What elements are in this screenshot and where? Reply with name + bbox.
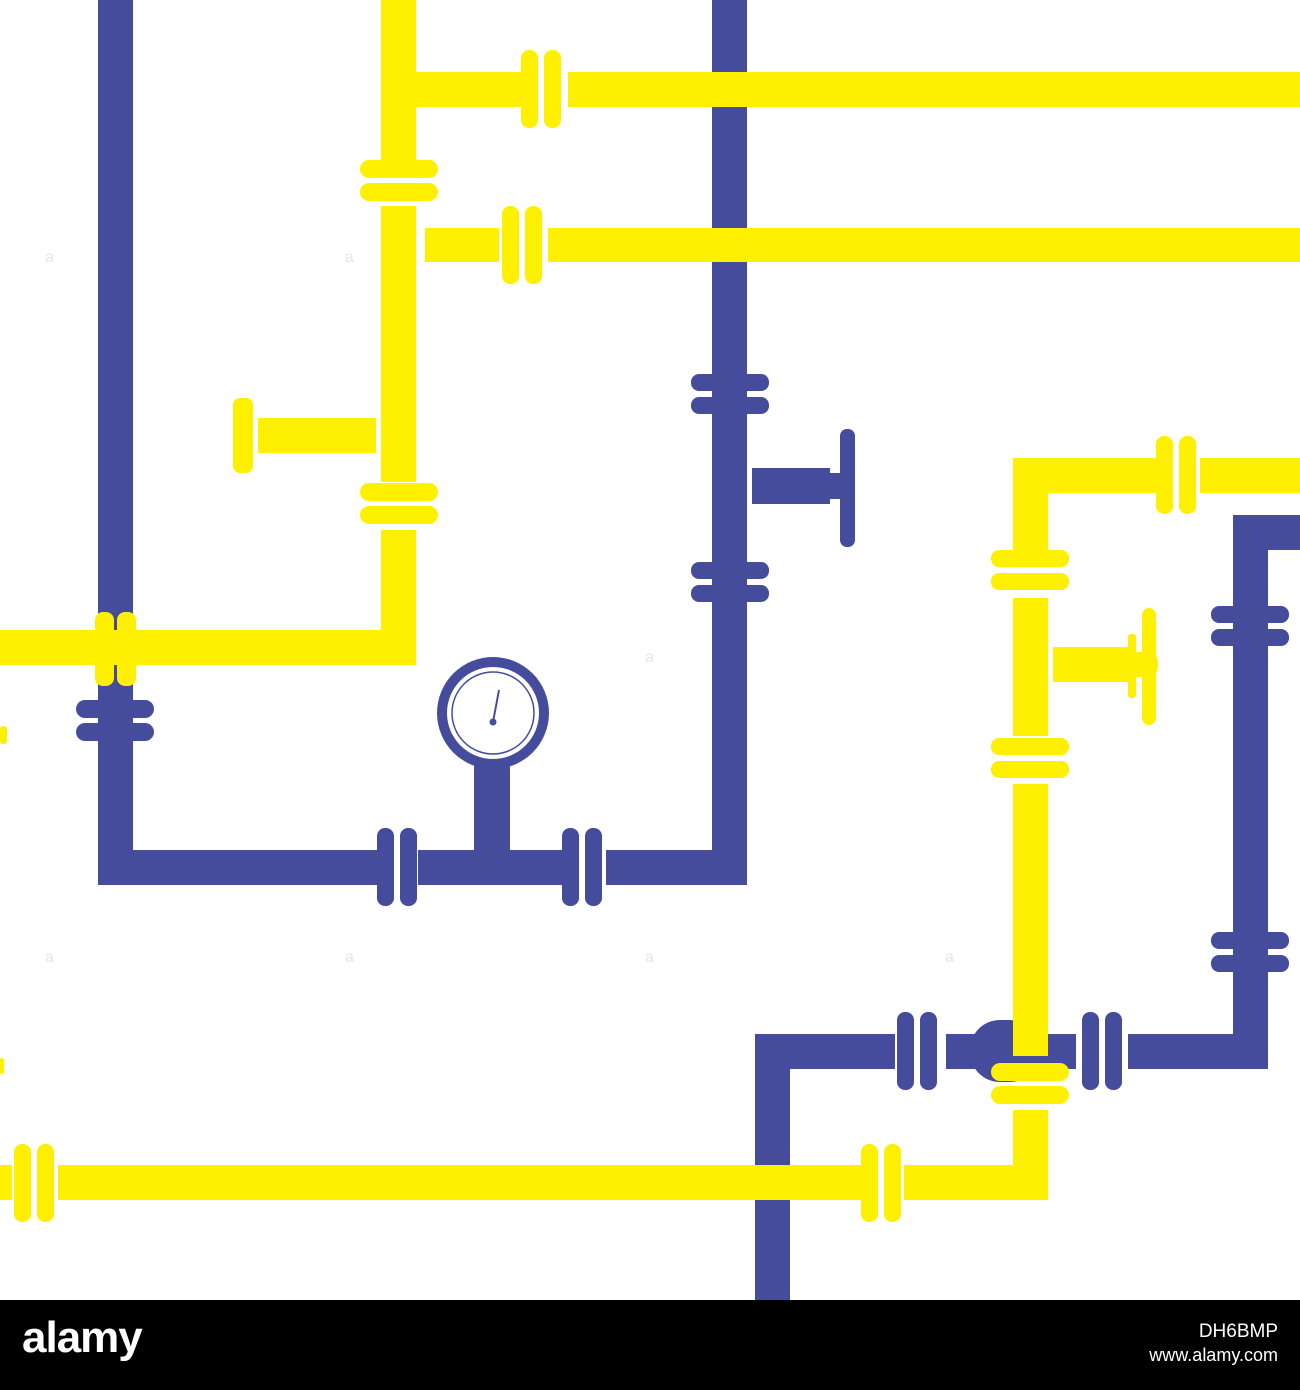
yellow-pipe-segment bbox=[0, 726, 7, 744]
gauge-face bbox=[447, 667, 539, 759]
pipe-flange-icon bbox=[1105, 1012, 1122, 1090]
image-id: DH6BMP bbox=[1198, 1321, 1278, 1342]
pipe-flange-icon bbox=[544, 50, 561, 128]
pipe-flange-icon bbox=[691, 397, 769, 414]
gauge-needle bbox=[492, 689, 500, 723]
yellow-pipe-segment bbox=[258, 418, 376, 453]
gauge-stem bbox=[474, 762, 510, 850]
pipe-flange-icon bbox=[76, 700, 154, 718]
watermark-glyph: a bbox=[645, 649, 654, 666]
yellow-pipe-segment bbox=[381, 206, 416, 482]
pipe-flange-icon bbox=[991, 1086, 1069, 1104]
valve-stem bbox=[1053, 647, 1131, 682]
valve-cap bbox=[233, 398, 253, 473]
yellow-pipe-segment bbox=[568, 72, 1300, 107]
valve-wheel bbox=[1142, 608, 1156, 725]
gauge-inner-ring bbox=[451, 671, 535, 755]
blue-pipe-segment bbox=[98, 850, 380, 885]
pipe-flange-icon bbox=[991, 1063, 1069, 1081]
blue-pipe-segment bbox=[1233, 515, 1268, 1069]
watermark-glyph: a bbox=[645, 949, 654, 966]
pipe-flange-icon bbox=[360, 506, 438, 524]
stock-logo: alamy bbox=[22, 1313, 143, 1362]
pipe-flange-icon bbox=[525, 206, 542, 284]
gauge-pivot bbox=[489, 718, 497, 726]
pipe-flange-icon bbox=[1211, 932, 1289, 949]
pipe-flange-icon bbox=[360, 483, 438, 501]
pipe-flange-icon bbox=[991, 738, 1069, 755]
pipe-flange-icon bbox=[76, 723, 154, 741]
pipe-flange-icon bbox=[991, 761, 1069, 778]
pipe-coupling-icon bbox=[95, 612, 114, 686]
yellow-pipe-segment bbox=[0, 1058, 4, 1074]
valve-stem bbox=[752, 468, 830, 504]
pipe-flange-icon bbox=[861, 1144, 878, 1222]
blue-pipe-network bbox=[76, 0, 1300, 1300]
pipe-flange-icon bbox=[37, 1144, 54, 1222]
pipe-flange-icon bbox=[1082, 1012, 1099, 1090]
pipe-flange-icon bbox=[400, 828, 417, 906]
pipe-flange-icon bbox=[360, 183, 438, 201]
pipe-flange-icon bbox=[360, 160, 438, 178]
valve-wheel bbox=[840, 429, 855, 547]
stock-footer: alamy DH6BMP www.alamy.com bbox=[0, 1300, 1300, 1390]
yellow-pipe-network bbox=[0, 0, 1300, 1222]
yellow-pipe-segment bbox=[548, 228, 1300, 262]
pipe-flange-icon bbox=[897, 1012, 914, 1090]
pipe-flange-icon bbox=[585, 828, 602, 906]
watermark-glyph: a bbox=[45, 949, 54, 966]
yellow-pipe-segment bbox=[1200, 458, 1300, 493]
pipe-flange-icon bbox=[991, 550, 1069, 567]
pipe-flange-icon bbox=[1179, 436, 1196, 514]
blue-pipe-segment bbox=[418, 850, 563, 885]
watermark-glyph: a bbox=[45, 249, 54, 266]
watermark-glyph: a bbox=[345, 249, 354, 266]
watermark-glyph: a bbox=[345, 949, 354, 966]
pipe-flange-icon bbox=[14, 1144, 31, 1222]
blue-pipe-segment bbox=[98, 0, 133, 885]
pipe-flange-icon bbox=[884, 1144, 901, 1222]
pipe-flange-icon bbox=[691, 374, 769, 391]
yellow-pipe-segment bbox=[904, 1165, 1048, 1200]
yellow-pipe-segment bbox=[1013, 458, 1156, 493]
stock-url: www.alamy.com bbox=[1149, 1344, 1278, 1365]
yellow-pipe-segment bbox=[58, 1165, 861, 1200]
watermark-glyph: a bbox=[945, 949, 954, 966]
yellow-pipe-segment bbox=[0, 1165, 12, 1200]
yellow-pipe-segment bbox=[1013, 598, 1048, 736]
pipe-flange-icon bbox=[691, 585, 769, 602]
pipe-flange-icon bbox=[920, 1012, 937, 1090]
pipe-flange-icon bbox=[691, 562, 769, 579]
yellow-pipe-segment bbox=[0, 630, 416, 665]
yellow-pipe-segment bbox=[425, 228, 499, 262]
pipe-coupling-icon bbox=[117, 612, 136, 686]
blue-pipe-segment bbox=[712, 0, 747, 885]
pipe-flange-icon bbox=[991, 573, 1069, 590]
pipe-flange-icon bbox=[1156, 436, 1173, 514]
yellow-pipe-segment bbox=[381, 72, 521, 107]
stock-id-block: DH6BMP www.alamy.com bbox=[1149, 1320, 1278, 1366]
pipe-flange-icon bbox=[502, 206, 519, 284]
pressure-gauge-icon bbox=[437, 657, 549, 769]
pipe-flange-icon bbox=[1211, 955, 1289, 972]
yellow-pipe-segment bbox=[1013, 784, 1048, 1056]
pipe-flange-icon bbox=[1211, 606, 1289, 623]
blue-pipe-segment bbox=[1233, 515, 1300, 550]
pipe-flange-icon bbox=[562, 828, 579, 906]
pipe-flange-icon bbox=[1211, 629, 1289, 646]
pipe-flange-icon bbox=[521, 50, 538, 128]
valve-handle bbox=[1128, 634, 1136, 698]
valve-body bbox=[826, 473, 844, 499]
pipe-diagram: a a a a a a a a a a a a a a a a a a bbox=[0, 0, 1300, 1300]
blue-pipe-segment bbox=[755, 1034, 895, 1069]
pipe-flange-icon bbox=[377, 828, 394, 906]
